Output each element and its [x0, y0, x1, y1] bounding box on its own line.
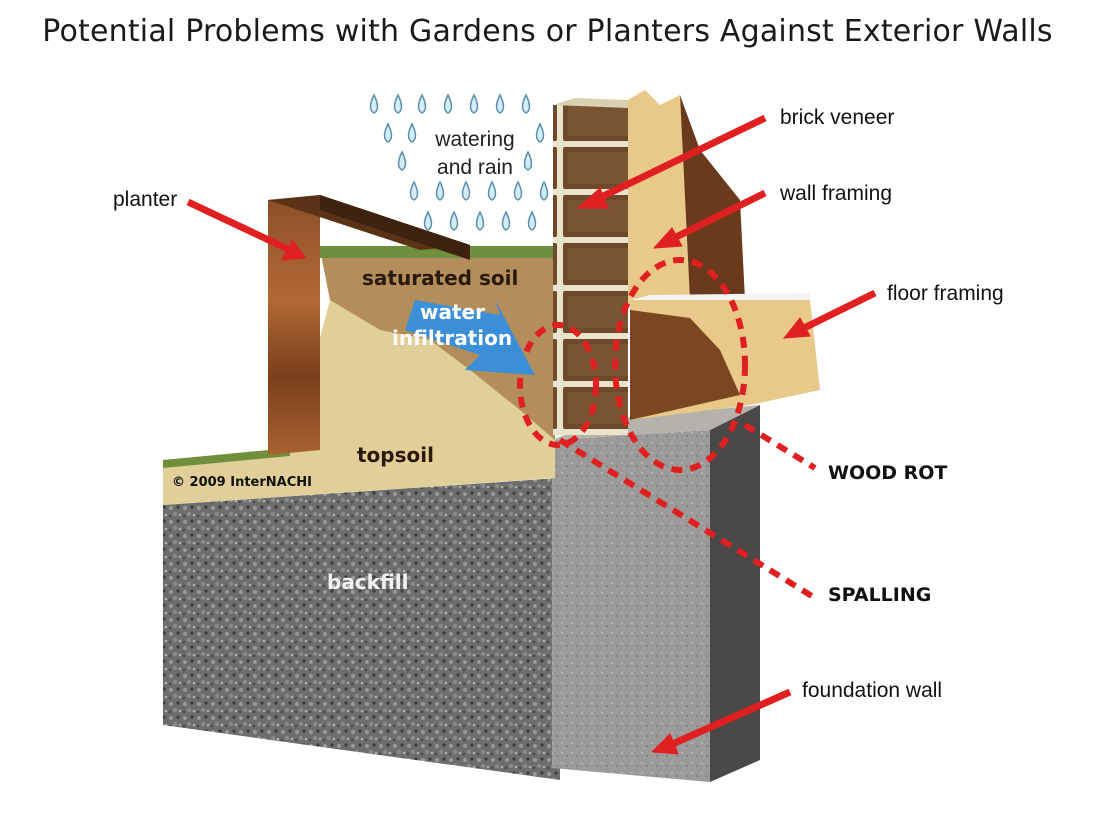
saturated-soil	[320, 250, 555, 440]
label-wood-rot: WOOD ROT	[828, 462, 948, 484]
topsoil-label: topsoil	[357, 443, 434, 467]
callout-arrows	[186, 114, 877, 755]
wall-framing	[628, 90, 690, 305]
label-wall-framing: wall framing	[780, 182, 893, 205]
wood-rot-circle	[612, 257, 748, 473]
planter-wood	[268, 195, 320, 455]
water-infiltration-arrow	[405, 300, 535, 375]
foundation-wall-side	[710, 405, 760, 782]
raindrops	[369, 93, 549, 231]
water-label: water	[420, 300, 485, 324]
saturated-soil-label: saturated soil	[362, 266, 519, 290]
label-foundation-wall: foundation wall	[802, 679, 943, 702]
rain-label-line2: and rain	[437, 156, 513, 179]
backfill-label: backfill	[327, 570, 409, 594]
page-title: Potential Problems with Gardens or Plant…	[42, 14, 1053, 49]
rain-label-line1: watering	[435, 128, 515, 151]
label-floor-framing: floor framing	[887, 282, 1004, 305]
rain-label: watering and rain	[420, 126, 530, 182]
spalling-circle	[517, 322, 599, 448]
infiltration-label: infiltration	[392, 326, 513, 350]
label-brick-veneer: brick veneer	[780, 106, 895, 129]
foundation-wall-front	[552, 430, 710, 782]
label-planter: planter	[113, 188, 178, 211]
copyright-notice: © 2009 InterNACHI	[172, 475, 312, 490]
label-spalling: SPALLING	[828, 584, 932, 606]
backfill-gravel	[163, 478, 560, 780]
